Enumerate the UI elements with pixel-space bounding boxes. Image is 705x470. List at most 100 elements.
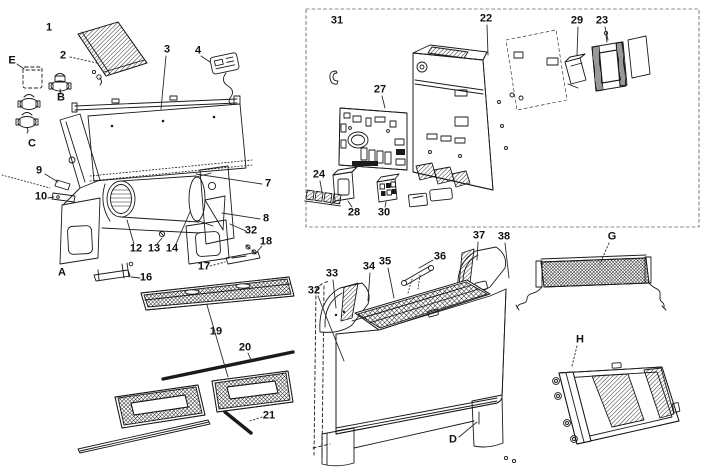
leader-line-7 [195, 173, 263, 185]
leader-line-36 [418, 259, 434, 269]
leader-line-35 [387, 267, 395, 299]
box-brackets [408, 100, 508, 208]
electrical-detail-inset [304, 8, 700, 228]
leader-line-22 [486, 24, 489, 56]
part-label-1: 1 [45, 21, 53, 34]
end-cap-right-37 [457, 246, 507, 293]
cabinet-base-left [321, 427, 355, 467]
heat-exchanger-coil-H [552, 362, 681, 445]
chassis-3 [59, 95, 253, 265]
part-label-21: 21 [262, 409, 276, 422]
part-label-24: 24 [312, 168, 326, 181]
leader-line-16 [130, 276, 141, 279]
part-label-3: 3 [163, 43, 171, 56]
leader-line-10 [47, 196, 55, 199]
capacitor-29 [564, 53, 587, 89]
leader-line-20 [247, 352, 253, 363]
leader-line-24 [319, 180, 323, 193]
clip-31 [329, 70, 339, 85]
terminal-blocks-24 [304, 189, 342, 207]
part-label-14: 14 [165, 242, 179, 255]
part-label-13: 13 [147, 242, 161, 255]
leader-line-h [571, 345, 578, 367]
bracket-16 [93, 261, 134, 282]
leader-line-30 [384, 201, 387, 208]
leader-line-17 [209, 261, 226, 267]
electrical-box-22 [412, 44, 494, 191]
leader-line-28 [347, 200, 353, 208]
part-label-e: E [8, 54, 16, 67]
part-label-20: 20 [238, 341, 252, 354]
gasket-rod-20 [161, 350, 295, 381]
transformer-23 [591, 30, 628, 92]
relay-28 [330, 166, 358, 205]
bracket-36 [400, 264, 435, 294]
top-panel-edge-34 [351, 287, 463, 322]
part-label-a: A [58, 266, 66, 279]
air-filters [114, 370, 294, 429]
pcb-27 [338, 107, 408, 171]
part-label-33: 33 [325, 267, 339, 280]
cabinet-base-right [471, 394, 504, 448]
wiring-panel-dashed [505, 29, 568, 111]
part-label-b: B [57, 91, 65, 104]
electric-heater-G [515, 254, 667, 311]
leader-line-8 [221, 212, 261, 220]
leader-line-e [16, 63, 25, 70]
part-label-8: 8 [262, 212, 270, 225]
cover-panel-right [627, 35, 651, 79]
leader-line-18 [255, 245, 263, 254]
leader-line-21 [249, 416, 263, 422]
part-label-28: 28 [347, 206, 361, 219]
part-label-34: 34 [362, 260, 376, 273]
heater-wire-right [647, 281, 665, 309]
filter-rail [77, 419, 211, 454]
leader-line-12 [126, 219, 135, 245]
leader-line-19 [206, 304, 229, 378]
part-label-35: 35 [378, 255, 392, 268]
motorized-valve-B [48, 73, 72, 95]
leader-line-37 [476, 241, 479, 261]
leader-line-d [458, 421, 478, 438]
part-label-10: 10 [34, 190, 48, 203]
wired-controller-4 [209, 52, 240, 107]
leader-line-14 [175, 211, 191, 245]
part-label-29: 29 [570, 14, 584, 27]
part-label-38: 38 [497, 230, 511, 243]
screw-13 [158, 230, 166, 238]
heat-exchanger-coil-1 [77, 21, 148, 86]
part-label-h: H [576, 333, 584, 346]
leader-line-b [59, 88, 62, 94]
leader-line-13 [156, 237, 163, 245]
part-label-36: 36 [433, 250, 447, 263]
heater-wire-left [516, 286, 543, 309]
leader-line-4 [200, 55, 211, 63]
part-label-7: 7 [264, 177, 272, 190]
part-label-19: 19 [209, 325, 223, 338]
part-label-32: 32 [244, 224, 258, 237]
gasket-rod-21 [223, 410, 253, 435]
leader-line-34 [367, 272, 371, 302]
part-label-17: 17 [197, 260, 211, 273]
part-label-22: 22 [479, 12, 493, 25]
part-label-g: G [607, 230, 617, 243]
cabinet-body [321, 288, 517, 467]
leader-line-29 [576, 26, 579, 56]
part-label-16: 16 [139, 271, 153, 284]
part-label-c: C [28, 137, 36, 150]
valve-insulation-shell-E [22, 66, 43, 89]
part-label-30: 30 [377, 206, 391, 219]
blower-assembly-12 [101, 172, 214, 234]
cabinet-assembly [312, 246, 517, 467]
controller-wire [223, 72, 235, 107]
leader-lines [16, 24, 610, 438]
leader-line-g [599, 242, 610, 265]
leader-line-9 [44, 173, 59, 183]
part-label-18: 18 [259, 235, 273, 248]
end-cap-left-33 [319, 282, 370, 333]
valve-bodies-C [15, 94, 41, 134]
part-label-37: 37 [472, 229, 486, 242]
leader-line-32 [229, 223, 247, 232]
leader-line-23 [604, 26, 609, 41]
bracket-17-screws-18 [225, 244, 261, 265]
